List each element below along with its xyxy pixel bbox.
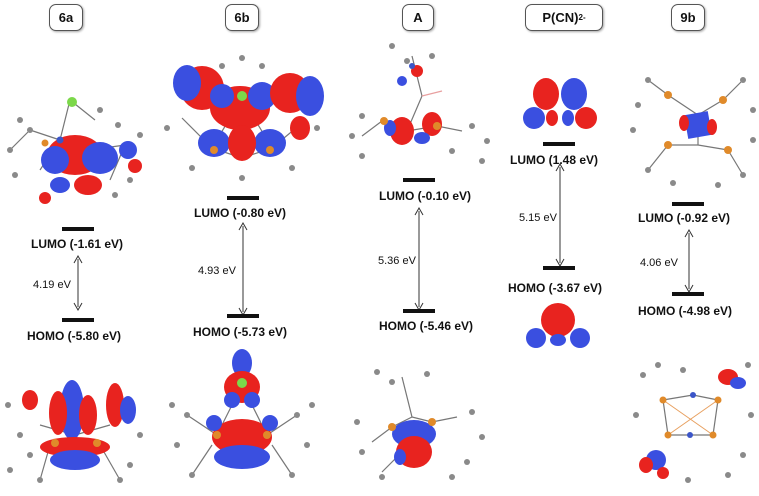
homo-level-bar-pcn2	[543, 266, 575, 270]
column-A: A LUMO (-0.10 eV) 5.36 eV HOMO (-5.46 eV	[332, 0, 504, 496]
gap-arrow-6b	[238, 221, 248, 317]
lumo-label-6b: LUMO (-0.80 eV)	[194, 206, 287, 220]
label-6b: 6b	[225, 4, 259, 31]
lumo-orbital-9b	[630, 77, 756, 188]
homo-level-bar-6a	[62, 318, 94, 322]
homo-label-6b: HOMO (-5.73 eV)	[193, 325, 288, 339]
lumo-orbital-pcn2	[523, 78, 597, 129]
homo-orbital-9b	[633, 362, 754, 483]
homo-level-bar-9b	[672, 292, 704, 296]
lumo-orbital-6b	[164, 55, 324, 181]
label-pcn2: P(CN)2-	[525, 4, 603, 31]
lumo-orbital-A	[349, 43, 490, 164]
lumo-label-6a: LUMO (-1.61 eV)	[31, 237, 124, 251]
lumo-label-9b: LUMO (-0.92 eV)	[638, 211, 731, 225]
gap-arrow-9b	[684, 228, 694, 294]
label-pcn2-main: P(CN)	[542, 10, 579, 25]
homo-orbital-6a	[5, 380, 143, 483]
label-A: A	[402, 4, 434, 31]
column-6b: 6b LUMO (-0.80 eV) 4.93 eV	[152, 0, 332, 496]
label-pcn2-sub: 2	[578, 13, 583, 22]
homo-label-A: HOMO (-5.46 eV)	[379, 319, 474, 333]
homo-orbital-A	[354, 369, 485, 480]
homo-orbital-pcn2	[526, 303, 590, 348]
lumo-level-bar-6b	[227, 196, 259, 200]
gap-label-A: 5.36 eV	[378, 255, 416, 267]
lumo-level-bar-6a	[62, 227, 94, 231]
homo-label-pcn2: HOMO (-3.67 eV)	[508, 281, 603, 295]
label-9b: 9b	[671, 4, 705, 31]
homo-level-bar-6b	[227, 314, 259, 318]
gap-label-9b: 4.06 eV	[640, 257, 678, 269]
label-6a: 6a	[49, 4, 83, 31]
gap-arrow-6a	[73, 254, 83, 312]
column-pcn2: P(CN)2- LUMO (1.48 eV) 5.15 eV HOMO (-3.…	[504, 0, 628, 496]
gap-label-6b: 4.93 eV	[198, 265, 236, 277]
lumo-level-bar-9b	[672, 202, 704, 206]
label-pcn2-sup: -	[582, 13, 586, 22]
lumo-orbital-6a	[7, 97, 143, 204]
column-6a: 6a LUMO (-1.61 eV) 4.19 eV HOMO (-5	[0, 0, 152, 496]
gap-label-pcn2: 5.15 eV	[519, 212, 557, 224]
lumo-label-pcn2: LUMO (1.48 eV)	[510, 153, 599, 167]
homo-label-6a: HOMO (-5.80 eV)	[27, 329, 122, 343]
lumo-level-bar-A	[403, 178, 435, 182]
homo-level-bar-A	[403, 309, 435, 313]
gap-label-6a: 4.19 eV	[33, 279, 71, 291]
homo-orbital-6b	[169, 349, 315, 478]
lumo-level-bar-pcn2	[543, 142, 575, 146]
lumo-label-A: LUMO (-0.10 eV)	[379, 189, 472, 203]
homo-label-9b: HOMO (-4.98 eV)	[638, 304, 733, 318]
column-9b: 9b LUMO (-0.92 eV) 4.06 eV HOMO (-4.98 e…	[628, 0, 759, 496]
